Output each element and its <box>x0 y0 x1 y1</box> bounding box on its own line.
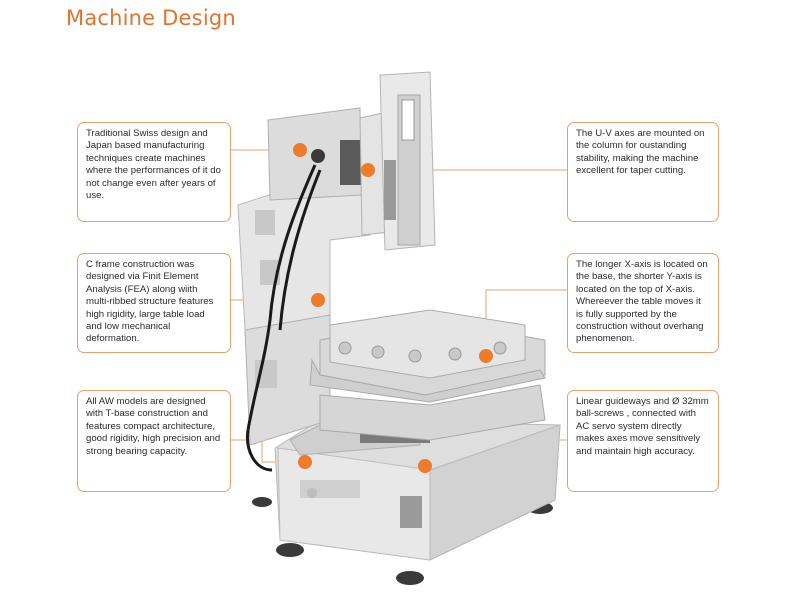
callout-xy-axes: The longer X-axis is located on the base… <box>567 253 719 353</box>
upper-head <box>267 107 370 201</box>
marker-guideways <box>418 459 432 473</box>
marker-swiss-design <box>293 143 307 157</box>
marker-uv-axes <box>361 163 375 177</box>
callout-text: Traditional Swiss design and Japan based… <box>86 128 221 202</box>
callout-guideways: Linear guideways and Ø 32mm ball-screws … <box>567 390 719 492</box>
callout-text: The longer X-axis is located on the base… <box>576 259 708 345</box>
callout-swiss-design: Traditional Swiss design and Japan based… <box>77 122 231 222</box>
callout-uv-axes: The U-V axes are mounted on the column f… <box>567 122 719 222</box>
page-title: Machine Design <box>66 6 236 30</box>
callout-t-base: All AW models are designed with T-base c… <box>77 390 231 492</box>
marker-c-frame <box>311 293 325 307</box>
marker-xy-axes <box>479 349 493 363</box>
callout-markers <box>293 143 493 473</box>
t-base <box>274 419 561 561</box>
callout-text: All AW models are designed with T-base c… <box>86 396 221 457</box>
cables <box>245 164 322 472</box>
callout-text: Linear guideways and Ø 32mm ball-screws … <box>576 396 709 457</box>
uv-axes-head <box>359 71 436 251</box>
worktable <box>309 309 546 441</box>
marker-t-base <box>298 455 312 469</box>
callout-text: C frame construction was designed via Fi… <box>86 259 214 345</box>
callout-c-frame: C frame construction was designed via Fi… <box>77 253 231 353</box>
callout-text: The U-V axes are mounted on the column f… <box>576 128 705 177</box>
